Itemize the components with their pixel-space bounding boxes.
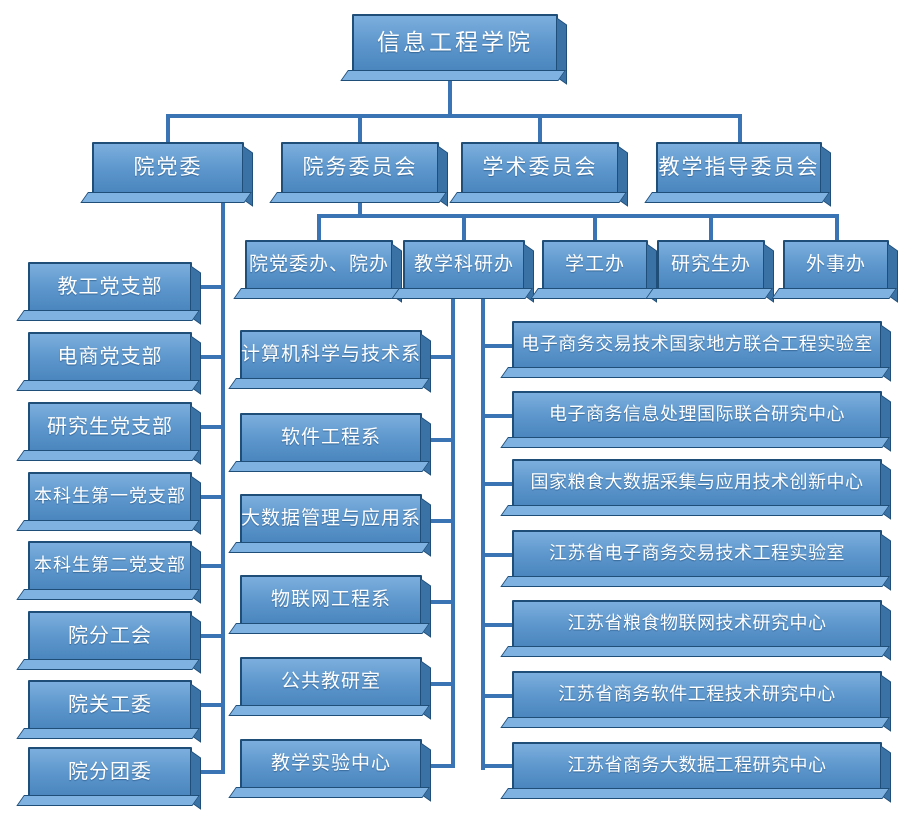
connector-line [317, 214, 321, 242]
connector-line [835, 214, 839, 242]
node-software-engineering-department: 软件工程系 [240, 413, 422, 463]
connector-line [448, 72, 452, 116]
connector-line [738, 114, 742, 144]
node-public-teaching-research-office: 公共教研室 [240, 657, 422, 707]
connector-line [190, 634, 223, 638]
node-research-center-js-grain-iot: 江苏省粮食物联网技术研究中心 [512, 600, 882, 648]
node-graduate-party-branch: 研究生党支部 [28, 402, 192, 452]
node-college-council: 院务委员会 [281, 142, 439, 194]
node-research-center-national-joint-lab: 电子商务交易技术国家地方联合工程实验室 [512, 321, 882, 369]
connector-line [358, 194, 362, 218]
node-party-committee-office: 院党委办、院办 [245, 240, 393, 290]
connector-line [190, 703, 223, 707]
connector-line [190, 285, 223, 289]
connector-line [420, 438, 455, 442]
node-iot-engineering-department: 物联网工程系 [240, 575, 422, 625]
node-college-youth-league: 院分团委 [28, 747, 192, 797]
node-teaching-research-office: 教学科研办 [403, 240, 525, 290]
connector-line [190, 425, 223, 429]
node-college-root: 信息工程学院 [352, 14, 558, 72]
node-bigdata-management-department: 大数据管理与应用系 [240, 494, 422, 544]
connector-line [451, 290, 455, 768]
connector-line [420, 355, 455, 359]
node-undergrad-first-party-branch: 本科生第一党支部 [28, 472, 192, 522]
node-research-center-js-ecommerce-lab: 江苏省电子商务交易技术工程实验室 [512, 530, 882, 578]
node-teaching-guidance-committee: 教学指导委员会 [656, 142, 822, 194]
node-academic-committee: 学术委员会 [461, 142, 619, 194]
connector-line [420, 682, 455, 686]
node-foreign-affairs-office: 外事办 [783, 240, 889, 290]
connector-line [190, 355, 223, 359]
node-undergrad-second-party-branch: 本科生第二党支部 [28, 541, 192, 591]
node-teaching-lab-center: 教学实验中心 [240, 739, 422, 789]
connector-line [358, 114, 362, 144]
connector-line [166, 114, 170, 144]
node-college-care-committee: 院关工委 [28, 680, 192, 730]
connector-line [483, 764, 514, 768]
node-college-labor-union: 院分工会 [28, 611, 192, 661]
connector-line [483, 482, 514, 486]
connector-line [481, 290, 485, 770]
node-faculty-party-branch: 教工党支部 [28, 262, 192, 312]
node-research-center-js-business-software: 江苏省商务软件工程技术研究中心 [512, 671, 882, 719]
connector-line [483, 344, 514, 348]
connector-line [166, 114, 742, 118]
connector-line [483, 414, 514, 418]
connector-line [420, 600, 455, 604]
connector-line [190, 495, 223, 499]
connector-line [709, 214, 713, 242]
node-research-center-intl-info-processing: 电子商务信息处理国际联合研究中心 [512, 391, 882, 439]
connector-line [317, 214, 839, 218]
node-research-center-grain-bigdata: 国家粮食大数据采集与应用技术创新中心 [512, 459, 882, 507]
connector-line [593, 214, 597, 242]
connector-line [483, 623, 514, 627]
connector-line [538, 114, 542, 144]
connector-line [420, 519, 455, 523]
connector-line [483, 553, 514, 557]
node-ecommerce-party-branch: 电商党支部 [28, 332, 192, 382]
node-party-committee: 院党委 [92, 142, 244, 194]
connector-line [483, 694, 514, 698]
connector-line [462, 214, 466, 242]
node-cs-department: 计算机科学与技术系 [240, 330, 422, 380]
connector-line [190, 564, 223, 568]
node-student-affairs-office: 学工办 [542, 240, 648, 290]
connector-line [190, 770, 223, 774]
node-graduate-office: 研究生办 [657, 240, 765, 290]
node-research-center-js-business-bigdata: 江苏省商务大数据工程研究中心 [512, 742, 882, 790]
connector-line [420, 764, 455, 768]
connector-line [221, 194, 225, 774]
